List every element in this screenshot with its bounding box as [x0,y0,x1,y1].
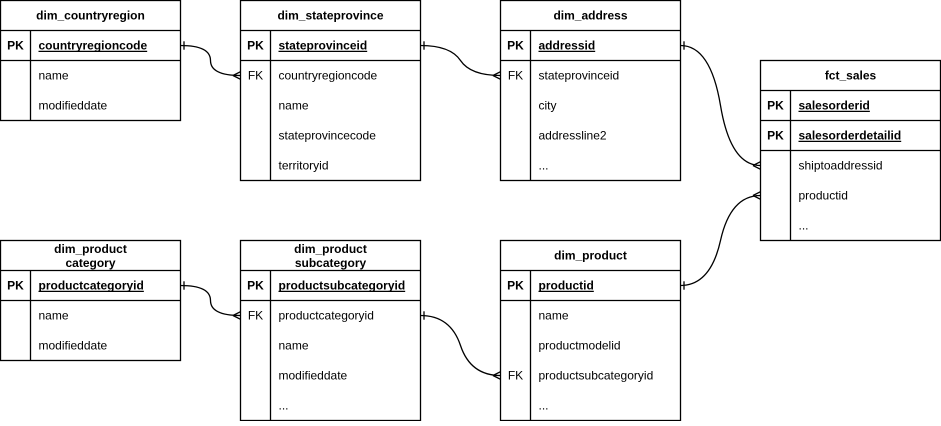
svg-text:...: ... [279,399,289,413]
svg-text:dim_address: dim_address [553,9,627,23]
svg-text:countryregioncode: countryregioncode [39,39,148,53]
svg-text:productid: productid [799,189,848,203]
svg-text:...: ... [799,219,809,233]
svg-text:dim_product: dim_product [554,249,627,263]
svg-text:category: category [65,256,115,270]
svg-text:name: name [279,99,309,113]
svg-text:FK: FK [248,309,263,323]
svg-text:countryregioncode: countryregioncode [279,69,378,83]
svg-text:PK: PK [507,279,524,293]
svg-text:productmodelid: productmodelid [539,339,621,353]
svg-text:dim_stateprovince: dim_stateprovince [277,9,383,23]
svg-text:PK: PK [247,39,264,53]
svg-text:PK: PK [7,279,24,293]
svg-text:name: name [279,339,309,353]
svg-text:FK: FK [508,69,523,83]
svg-text:stateprovinceid: stateprovinceid [539,69,620,83]
svg-text:PK: PK [507,39,524,53]
svg-text:...: ... [539,159,549,173]
svg-text:salesorderid: salesorderid [799,99,870,113]
svg-text:shiptoaddressid: shiptoaddressid [799,159,883,173]
svg-text:PK: PK [767,99,784,113]
svg-text:productcategoryid: productcategoryid [279,309,374,323]
svg-text:...: ... [539,399,549,413]
svg-text:PK: PK [7,39,24,53]
svg-text:fct_sales: fct_sales [825,69,877,83]
svg-text:name: name [39,69,69,83]
svg-text:dim_product: dim_product [294,242,367,256]
svg-text:stateprovincecode: stateprovincecode [279,129,377,143]
svg-text:addressline2: addressline2 [539,129,607,143]
svg-text:stateprovinceid: stateprovinceid [279,39,368,53]
svg-text:PK: PK [247,279,264,293]
svg-text:subcategory: subcategory [295,256,367,270]
svg-text:PK: PK [767,129,784,143]
svg-text:productsubcategoryid: productsubcategoryid [279,279,406,293]
svg-text:modifieddate: modifieddate [39,99,108,113]
svg-text:dim_product: dim_product [54,242,127,256]
svg-text:territoryid: territoryid [279,159,329,173]
svg-text:FK: FK [248,69,263,83]
svg-text:addressid: addressid [539,39,596,53]
svg-text:productcategoryid: productcategoryid [39,279,144,293]
svg-text:salesorderdetailid: salesorderdetailid [799,129,902,143]
svg-text:city: city [539,99,557,113]
svg-text:modifieddate: modifieddate [39,339,108,353]
svg-text:modifieddate: modifieddate [279,369,348,383]
svg-text:name: name [539,309,569,323]
svg-text:dim_countryregion: dim_countryregion [36,9,145,23]
svg-text:name: name [39,309,69,323]
svg-text:productid: productid [539,279,594,293]
svg-text:FK: FK [508,369,523,383]
svg-text:productsubcategoryid: productsubcategoryid [539,369,654,383]
